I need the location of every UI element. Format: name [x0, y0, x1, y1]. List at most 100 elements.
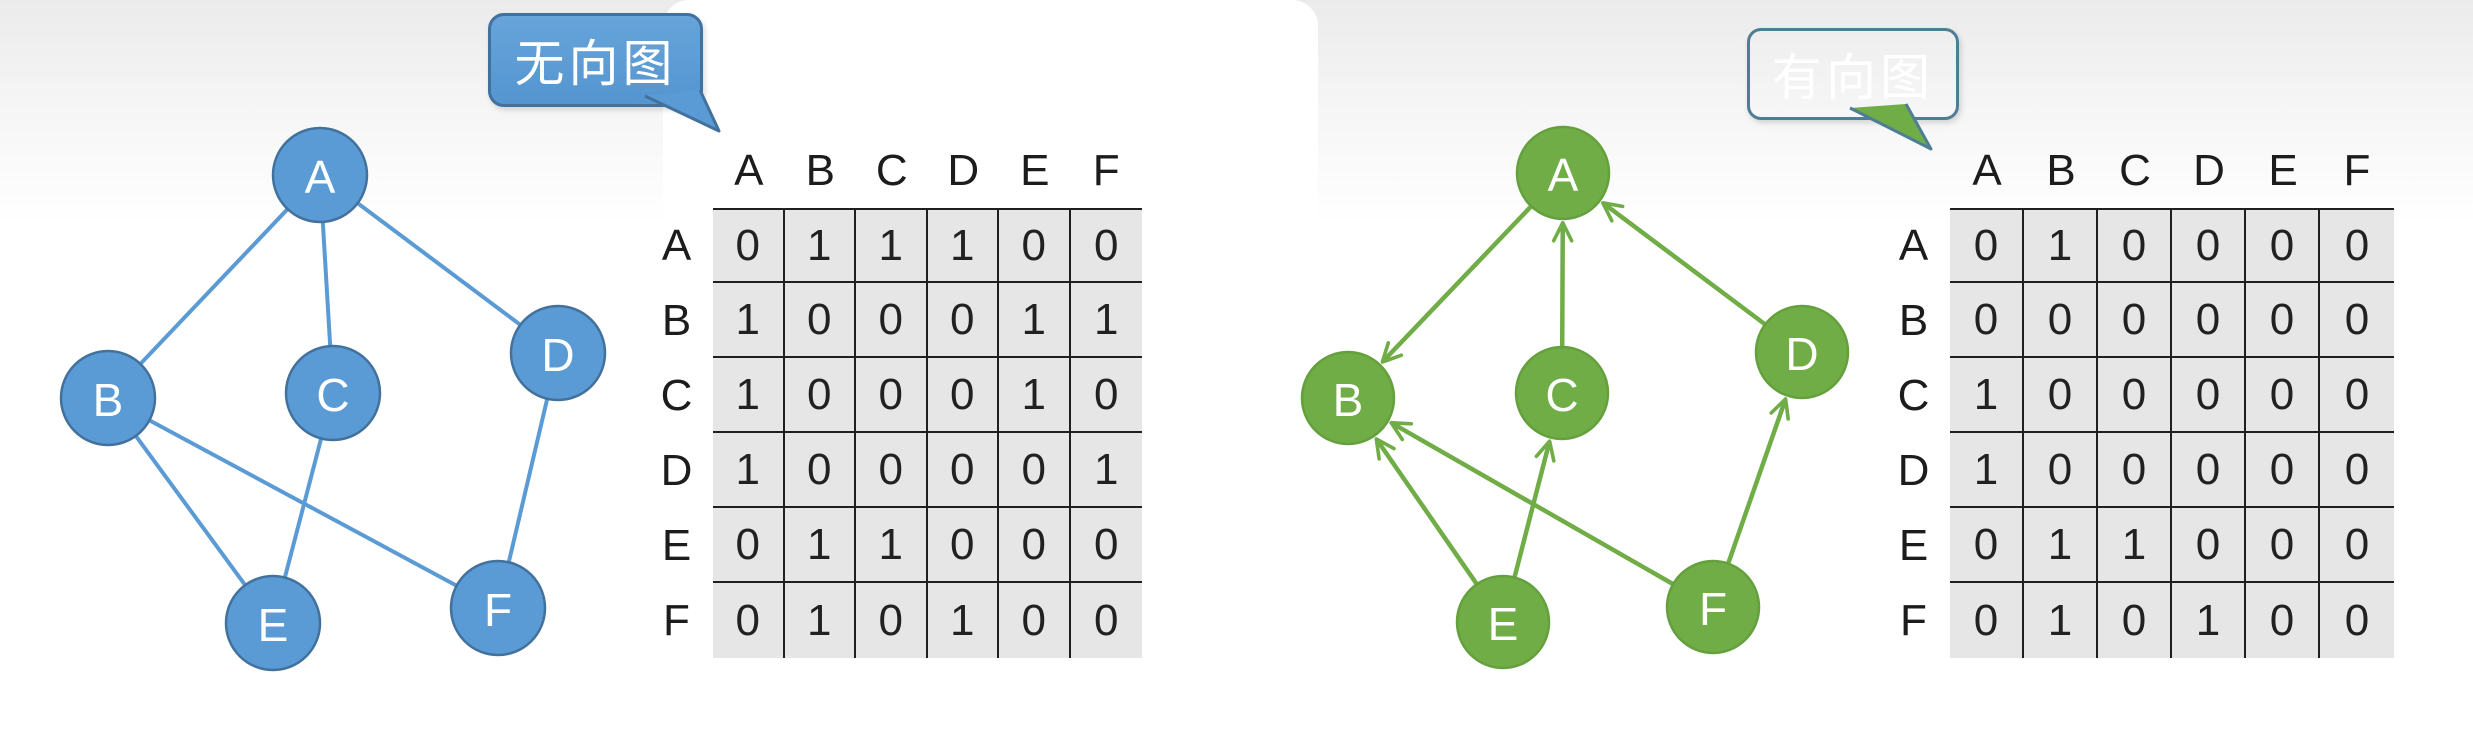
directed-matrix-cell-D-E: 0 — [2246, 433, 2320, 508]
graph-node-C — [284, 344, 382, 442]
directed-matrix-cell-E-C: 1 — [2098, 508, 2172, 583]
directed-matrix-cell-B-A: 0 — [1950, 283, 2024, 358]
directed-matrix-cell-F-A: 0 — [1950, 583, 2024, 658]
directed-matrix-cell-F-B: 1 — [2024, 583, 2098, 658]
graph-node-D — [1754, 304, 1850, 400]
directed-matrix-cell-C-E: 0 — [2246, 358, 2320, 433]
undirected-matrix-cell-E-C: 1 — [856, 508, 928, 583]
directed-matrix-col-header-E: E — [2268, 145, 2298, 195]
undirected-graph-callout: 无向图 — [488, 13, 703, 107]
undirected-matrix-cell-B-A: 1 — [713, 283, 785, 358]
directed-matrix-cell-B-E: 0 — [2246, 283, 2320, 358]
undirected-matrix-cell-E-F: 0 — [1070, 508, 1142, 583]
graph-node-F — [449, 559, 547, 657]
undirected-matrix-cell-A-B: 1 — [784, 208, 856, 283]
undirected-matrix-cell-D-F: 1 — [1070, 433, 1142, 508]
directed-matrix-col-header-D: D — [2193, 145, 2225, 195]
undirected-matrix-cell-E-E: 0 — [999, 508, 1071, 583]
graph-node-label-B: B — [1333, 374, 1364, 426]
directed-matrix-cell-F-F: 0 — [2320, 583, 2394, 658]
directed-matrix-cell-C-F: 0 — [2320, 358, 2394, 433]
directed-graph-callout-label: 有向图 — [1772, 50, 1934, 106]
directed-matrix-row-label-E: E — [1898, 520, 1929, 570]
graph-node-F — [1665, 559, 1761, 655]
undirected-matrix-cell-B-E: 1 — [999, 283, 1071, 358]
undirected-matrix-cell-D-B: 0 — [784, 433, 856, 508]
directed-matrix-col-header-A: A — [1972, 145, 2002, 195]
undirected-matrix-cell-C-C: 0 — [856, 358, 928, 433]
graph-node-label-A: A — [305, 151, 336, 203]
directed-matrix-cell-D-B: 0 — [2024, 433, 2098, 508]
undirected-matrix-row-label-B: B — [661, 295, 692, 345]
directed-matrix-cell-C-A: 1 — [1950, 358, 2024, 433]
undirected-matrix-cell-D-D: 0 — [927, 433, 999, 508]
graph-node-label-C: C — [316, 369, 349, 421]
undirected-matrix-col-header-C: C — [875, 145, 908, 195]
directed-matrix-cell-B-D: 0 — [2172, 283, 2246, 358]
directed-matrix-cell-A-B: 1 — [2024, 208, 2098, 283]
directed-matrix-cell-D-F: 0 — [2320, 433, 2394, 508]
directed-matrix-col-header-C: C — [2119, 145, 2151, 195]
undirected-matrix-cell-F-C: 0 — [856, 583, 928, 658]
directed-matrix-row-label-A: A — [1898, 220, 1929, 270]
undirected-matrix-cell-D-A: 1 — [713, 433, 785, 508]
edge-F-D — [1725, 397, 1790, 567]
directed-matrix-cell-A-F: 0 — [2320, 208, 2394, 283]
directed-matrix-cell-D-D: 0 — [2172, 433, 2246, 508]
graph-node-label-D: D — [1785, 328, 1818, 380]
directed-matrix-row-label-B: B — [1898, 295, 1929, 345]
directed-matrix-cell-C-C: 0 — [2098, 358, 2172, 433]
undirected-matrix-col-header-F: F — [1092, 145, 1120, 195]
graph-node-label-E: E — [258, 599, 289, 651]
undirected-matrix-cell-F-B: 1 — [784, 583, 856, 658]
directed-matrix-cell-E-E: 0 — [2246, 508, 2320, 583]
graph-node-label-F: F — [1699, 583, 1727, 635]
undirected-matrix-cell-E-D: 0 — [927, 508, 999, 583]
graph-node-B — [59, 349, 157, 447]
graph-node-E — [1455, 574, 1551, 670]
undirected-matrix-cell-A-F: 0 — [1070, 208, 1142, 283]
undirected-matrix-cell-B-B: 0 — [784, 283, 856, 358]
edge-E-C — [1511, 439, 1556, 580]
edge-A-D — [318, 173, 560, 355]
directed-matrix-cell-F-D: 1 — [2172, 583, 2246, 658]
graph-node-B — [1300, 350, 1396, 446]
edge-A-B — [1380, 203, 1535, 364]
edge-F-B — [1389, 420, 1676, 588]
directed-matrix-cell-D-C: 0 — [2098, 433, 2172, 508]
directed-matrix-cell-E-A: 0 — [1950, 508, 2024, 583]
undirected-matrix-col-header-E: E — [1020, 145, 1050, 195]
directed-matrix-row-label-C: C — [1897, 370, 1930, 420]
undirected-matrix-cell-A-A: 0 — [713, 208, 785, 283]
undirected-matrix-cell-B-D: 0 — [927, 283, 999, 358]
undirected-matrix-cell-A-E: 0 — [999, 208, 1071, 283]
graph-node-D — [509, 304, 607, 402]
directed-matrix-col-header-B: B — [2046, 145, 2076, 195]
undirected-matrix-cell-E-A: 0 — [713, 508, 785, 583]
directed-matrix-cell-F-E: 0 — [2246, 583, 2320, 658]
directed-matrix-cell-A-A: 0 — [1950, 208, 2024, 283]
undirected-matrix-col-header-B: B — [805, 145, 835, 195]
undirected-matrix-cell-B-C: 0 — [856, 283, 928, 358]
undirected-matrix-row-label-E: E — [661, 520, 692, 570]
undirected-matrix-cell-F-D: 1 — [927, 583, 999, 658]
undirected-matrix-cell-B-F: 1 — [1070, 283, 1142, 358]
graph-node-label-D: D — [541, 329, 574, 381]
directed-matrix-cell-D-A: 1 — [1950, 433, 2024, 508]
undirected-matrix-col-header-A: A — [734, 145, 764, 195]
edge-A-B — [106, 173, 322, 400]
edge-C-A — [1551, 220, 1574, 350]
undirected-matrix-row-label-C: C — [660, 370, 693, 420]
graph-node-label-B: B — [93, 374, 124, 426]
directed-matrix-cell-E-F: 0 — [2320, 508, 2394, 583]
directed-matrix-cell-B-B: 0 — [2024, 283, 2098, 358]
undirected-matrix-cell-C-E: 1 — [999, 358, 1071, 433]
undirected-matrix-cell-C-D: 0 — [927, 358, 999, 433]
directed-matrix-cell-B-F: 0 — [2320, 283, 2394, 358]
undirected-matrix-cell-F-F: 0 — [1070, 583, 1142, 658]
undirected-matrix-cell-F-E: 0 — [999, 583, 1071, 658]
graph-node-label-E: E — [1488, 598, 1519, 650]
